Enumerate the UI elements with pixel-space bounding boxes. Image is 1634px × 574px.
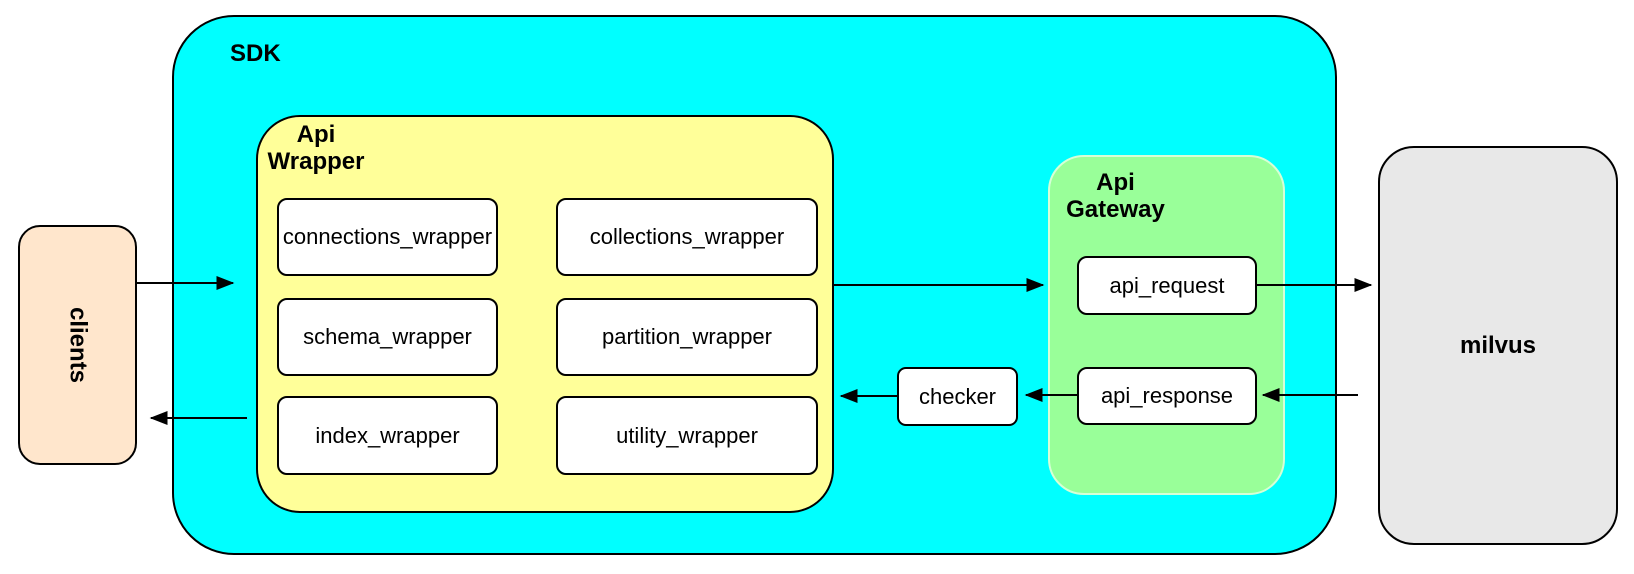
- clients-node: clients: [18, 225, 137, 465]
- schema-wrapper-node: schema_wrapper: [277, 298, 498, 376]
- api-gateway-container: [1048, 155, 1285, 495]
- api-gateway-label: Api Gateway: [1058, 169, 1173, 223]
- api-request-node: api_request: [1077, 256, 1257, 315]
- sdk-label: SDK: [230, 40, 281, 67]
- collections-wrapper-node: collections_wrapper: [556, 198, 818, 276]
- api-wrapper-label-line1: Api: [296, 121, 336, 148]
- api-wrapper-label: Api Wrapper: [256, 121, 376, 175]
- checker-node: checker: [897, 367, 1018, 426]
- partition-wrapper-node: partition_wrapper: [556, 298, 818, 376]
- api-gateway-label-line2: Gateway: [1066, 196, 1165, 223]
- milvus-node: milvus: [1378, 146, 1618, 545]
- api-gateway-label-line1: Api: [1096, 169, 1135, 196]
- clients-label: clients: [64, 306, 92, 384]
- api-response-node: api_response: [1077, 367, 1257, 425]
- index-wrapper-node: index_wrapper: [277, 396, 498, 475]
- connections-wrapper-node: connections_wrapper: [277, 198, 498, 276]
- utility-wrapper-node: utility_wrapper: [556, 396, 818, 475]
- milvus-label: milvus: [1459, 331, 1537, 359]
- api-wrapper-label-line2: Wrapper: [267, 148, 365, 175]
